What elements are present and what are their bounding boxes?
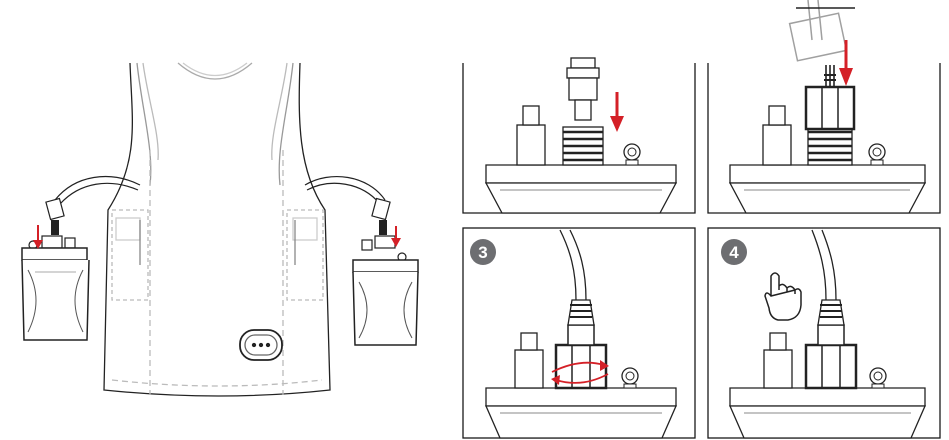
threaded-port <box>563 127 603 165</box>
panel-step-1 <box>463 58 695 213</box>
panel-step-3: 3 <box>463 228 695 438</box>
step-number-4: 4 <box>729 243 739 262</box>
shirt-outline <box>104 63 330 396</box>
left-sensor-device <box>22 198 89 340</box>
shirt-illustration <box>104 63 330 396</box>
panel-step-2 <box>708 0 940 213</box>
connector-plug <box>567 58 599 120</box>
right-sensor-device <box>353 198 418 345</box>
step-number-3: 3 <box>478 243 487 262</box>
panel-step-4: 4 <box>708 228 940 438</box>
hand-pointer-icon <box>765 273 801 320</box>
